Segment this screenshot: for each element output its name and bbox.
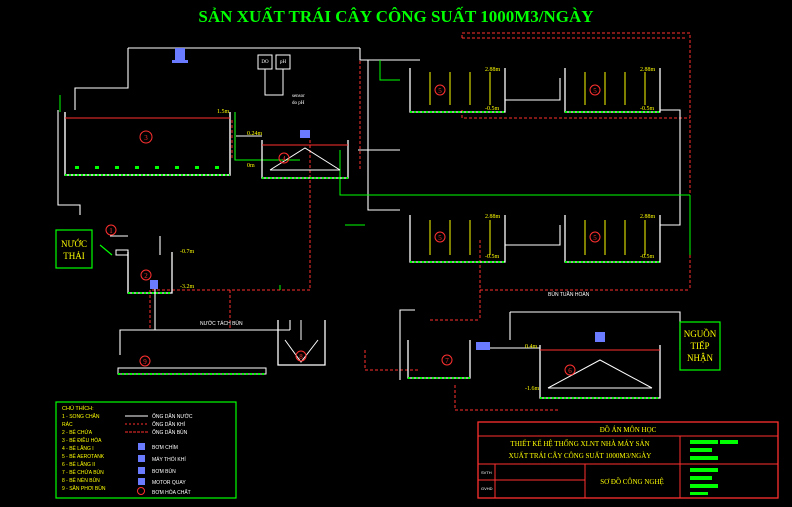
receiver-label-3: NHẬN bbox=[687, 353, 713, 363]
aerotank-top-left: 5 bbox=[409, 68, 506, 113]
level-0-24: 0.24m bbox=[247, 131, 263, 137]
legend-item: 4 - BỂ LẮNG I bbox=[62, 444, 94, 452]
level-aero-1: 2.88m bbox=[485, 67, 501, 73]
legend-symbol-label: BƠM HÓA CHẤT bbox=[152, 489, 191, 496]
sludge-pump-icon bbox=[476, 342, 490, 350]
tank-3-number: 3 bbox=[144, 134, 148, 142]
drawing-name: SƠ ĐỒ CÔNG NGHỆ bbox=[600, 478, 664, 486]
source-label-1: NƯỚC bbox=[61, 239, 87, 249]
legend-line-label: ỐNG DẪN NƯỚC bbox=[152, 413, 193, 420]
tank-9-number: 9 bbox=[143, 358, 147, 366]
legend-item: 7 - BỂ CHỨA BÙN bbox=[62, 469, 104, 476]
air-pipes bbox=[149, 32, 691, 411]
tank-3-equalization: 3 bbox=[64, 112, 231, 176]
aerotank-bottom-right: 5 bbox=[564, 215, 661, 263]
title-block: ĐỒ ÁN MÔN HỌC THIẾT KẾ HỆ THỐNG XLNT NHÀ… bbox=[477, 421, 779, 499]
tank-2-holding: 2 bbox=[127, 252, 173, 294]
motor-icon-2 bbox=[595, 332, 605, 342]
tank-4-settling: 4 bbox=[261, 130, 349, 179]
sludge-pipes bbox=[59, 60, 691, 290]
tank-1-screen: 1 bbox=[99, 224, 129, 256]
legend-item: 5 - BỂ AEROTANK bbox=[62, 453, 105, 460]
tank-9-drying-bed: 9 bbox=[117, 355, 267, 375]
legend-item: 1 - SONG CHẮN bbox=[62, 412, 100, 420]
chemical-pump-icon bbox=[137, 487, 145, 495]
motor-icon bbox=[300, 130, 310, 138]
tank-8-thickener: 8 bbox=[277, 320, 326, 366]
sludge-pump-icon bbox=[138, 467, 145, 474]
legend-item: RÁC bbox=[62, 421, 73, 428]
legend-item: 8 - BỂ NÉN BÙN bbox=[62, 477, 100, 484]
level-aero-8: -0.5m bbox=[640, 254, 654, 260]
legend-symbol-label: MOTOR QUAY bbox=[152, 480, 186, 486]
level-0: 0m bbox=[247, 163, 255, 169]
legend-item: 6 - BỂ LẮNG II bbox=[62, 460, 95, 468]
legend-line-label: ỐNG DẪN BÙN bbox=[152, 429, 188, 436]
legend-symbol-label: BƠM CHÌM bbox=[152, 444, 178, 451]
tank-1-number: 1 bbox=[109, 227, 113, 235]
level-aero-5: 2.88m bbox=[485, 214, 501, 220]
tank-8-number: 8 bbox=[299, 353, 303, 361]
source-box: NƯỚC THẢI bbox=[55, 229, 93, 269]
tank-7-number: 7 bbox=[445, 357, 449, 365]
legend-item: 2 - BỂ CHỨA bbox=[62, 429, 93, 436]
level-aero-4: -0.5m bbox=[640, 106, 654, 112]
gvhd-label: GVHD bbox=[481, 486, 493, 491]
rotating-motor-icon bbox=[138, 478, 145, 485]
receiver-label-2: TIẾP bbox=[691, 341, 710, 351]
legend-item: 3 - BỂ ĐIỀU HÒA bbox=[62, 437, 102, 444]
receiver-label-1: NGUỒN bbox=[684, 329, 717, 339]
title-block-heading: ĐỒ ÁN MÔN HỌC bbox=[600, 426, 657, 434]
level-neg-1-6: -1.6m bbox=[525, 386, 539, 392]
tank-2-number: 2 bbox=[144, 272, 148, 280]
level-aero-7: 2.88m bbox=[640, 214, 656, 220]
level-0-4: 0.4m bbox=[525, 344, 538, 350]
submersible-pump-icon bbox=[150, 280, 158, 289]
chemical-pump-icon bbox=[172, 48, 188, 63]
diffusers-3 bbox=[75, 166, 219, 169]
tank-5-number-d: 5 bbox=[593, 234, 597, 242]
sensor-ph-label: do pH bbox=[292, 101, 305, 106]
level-neg-3-2: -3.2m bbox=[180, 284, 194, 290]
legend-symbol-label: BƠM BÙN bbox=[152, 468, 176, 475]
tank-5-number-c: 5 bbox=[438, 234, 442, 242]
tank-6-settling: 6 bbox=[539, 332, 661, 399]
level-aero-3: 2.88m bbox=[640, 67, 656, 73]
sensor-panel: DO pH sensor do pH bbox=[257, 54, 305, 106]
svth-label: SVTH bbox=[481, 470, 492, 475]
aerotank-top-right: 5 bbox=[564, 68, 661, 113]
level-aero-6: -0.5m bbox=[485, 254, 499, 260]
aerotank-levels: 2.88m -0.5m 2.88m -0.5m 2.88m -0.5m 2.88… bbox=[485, 67, 656, 260]
legend-line-label: ỐNG DẪN KHÍ bbox=[152, 421, 186, 428]
separated-water-label: NƯỚC TÁCH BÙN bbox=[200, 320, 243, 327]
legend-item: 9 - SÂN PHƠI BÙN bbox=[62, 485, 106, 492]
project-line-1: THIẾT KẾ HỆ THỐNG XLNT NHÀ MÁY SẢN bbox=[510, 440, 649, 448]
drawing-title: SẢN XUẤT TRÁI CÂY CÔNG SUẤT 1000M3/NGÀY bbox=[198, 7, 593, 26]
legend-panel: CHÚ THÍCH: 1 - SONG CHẮN RÁC 2 - BỂ CHỨA… bbox=[55, 401, 237, 499]
tank-5-number-a: 5 bbox=[438, 87, 442, 95]
blower-icon bbox=[138, 455, 145, 462]
do-box: DO bbox=[261, 60, 269, 65]
legend-title: CHÚ THÍCH: bbox=[62, 405, 94, 412]
level-neg-0-7: -0.7m bbox=[180, 249, 194, 255]
return-sludge-label: BÙN TUẦN HOÀN bbox=[548, 291, 590, 298]
aerotank-bottom-left: 5 bbox=[409, 215, 506, 263]
project-line-2: XUẤT TRÁI CÂY CÔNG SUẤT 1000M3/NGÀY bbox=[509, 452, 652, 460]
receiver-box: NGUỒN TIẾP NHẬN bbox=[679, 321, 721, 371]
tank-5-number-b: 5 bbox=[593, 87, 597, 95]
level-aero-2: -0.5m bbox=[485, 106, 499, 112]
ph-box: pH bbox=[280, 60, 287, 65]
level-1-5m: 1.5m bbox=[217, 109, 230, 115]
water-pipes bbox=[57, 47, 681, 380]
sensor-label: sensor bbox=[292, 94, 305, 99]
tank-4-number: 4 bbox=[282, 155, 286, 163]
submersible-pump-icon bbox=[138, 443, 145, 450]
source-label-2: THẢI bbox=[63, 251, 85, 261]
tank-7-sludge: 7 bbox=[407, 340, 490, 379]
legend-symbol-label: MÁY THỔI KHÍ bbox=[152, 456, 186, 463]
tank-6-number: 6 bbox=[568, 367, 572, 375]
